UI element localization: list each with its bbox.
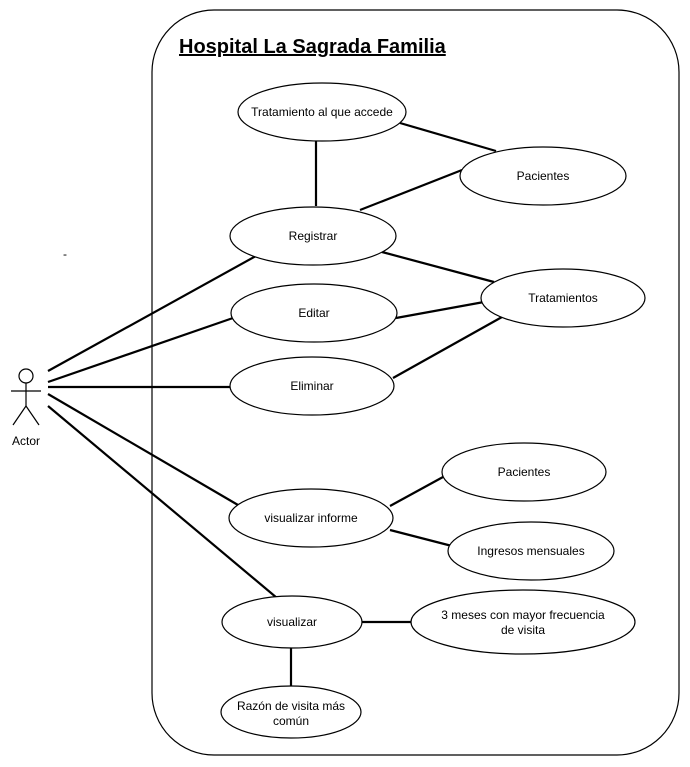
use-case-label-line2: común: [273, 714, 309, 728]
use-case-visualizar-informe: visualizar informe: [228, 488, 394, 548]
use-case-label: Pacientes: [517, 169, 570, 183]
assoc-registrar-pacientes: [359, 168, 463, 212]
system-title: Hospital La Sagrada Familia: [179, 36, 447, 58]
use-case-visualizar: visualizar: [221, 595, 363, 649]
actor-figure: [11, 368, 41, 426]
use-case-tratamientos: Tratamientos: [480, 268, 646, 328]
assoc-tratamiento-pacientes: [399, 121, 497, 153]
use-case-label: Ingresos mensuales: [477, 544, 584, 558]
use-case-ingresos-mensuales: Ingresos mensuales: [447, 521, 615, 581]
assoc-actor-visualizar: [47, 405, 278, 599]
use-case-label: Eliminar: [290, 379, 333, 393]
use-case-label: Registrar: [289, 229, 338, 243]
assoc-actor-editar: [47, 316, 234, 384]
use-case-label: Editar: [298, 306, 329, 320]
system-boundary: [151, 9, 680, 756]
assoc-actor-visualizar-informe: [47, 393, 239, 506]
stray-mark: -: [63, 247, 67, 261]
use-case-tratamiento-al-que-accede: Tratamiento al que accede: [237, 82, 407, 142]
assoc-informe-ingresos: [389, 528, 453, 548]
actor-label: Actor: [12, 434, 40, 448]
use-case-pacientes-top: Pacientes: [459, 146, 627, 206]
use-case-label: Tratamiento al que accede: [251, 105, 393, 119]
assoc-informe-pacientes: [389, 476, 444, 507]
use-case-label: visualizar informe: [264, 511, 358, 525]
use-case-razon-de-visita: Razón de visita más común: [220, 685, 362, 739]
assoc-editar-tratamientos: [395, 300, 485, 320]
use-case-label-line2: de visita: [501, 623, 545, 637]
assoc-registrar-tratamientos: [381, 250, 495, 284]
assoc-eliminar-tratamientos: [392, 316, 503, 379]
associations: [47, 121, 503, 688]
use-case-label-line1: Razón de visita más: [237, 699, 345, 713]
use-case-pacientes-informe: Pacientes: [441, 442, 607, 502]
assoc-actor-registrar: [47, 255, 257, 372]
use-case-eliminar: Eliminar: [229, 356, 395, 416]
use-case-tres-meses-mayor-frecuencia: 3 meses con mayor frecuencia de visita: [410, 589, 636, 655]
use-case-label: visualizar: [267, 615, 317, 629]
use-case-editar: Editar: [230, 283, 398, 343]
use-case-registrar: Registrar: [229, 206, 397, 266]
use-case-label: Tratamientos: [528, 291, 598, 305]
use-case-label: Pacientes: [498, 465, 551, 479]
use-case-label-line1: 3 meses con mayor frecuencia: [441, 608, 605, 622]
